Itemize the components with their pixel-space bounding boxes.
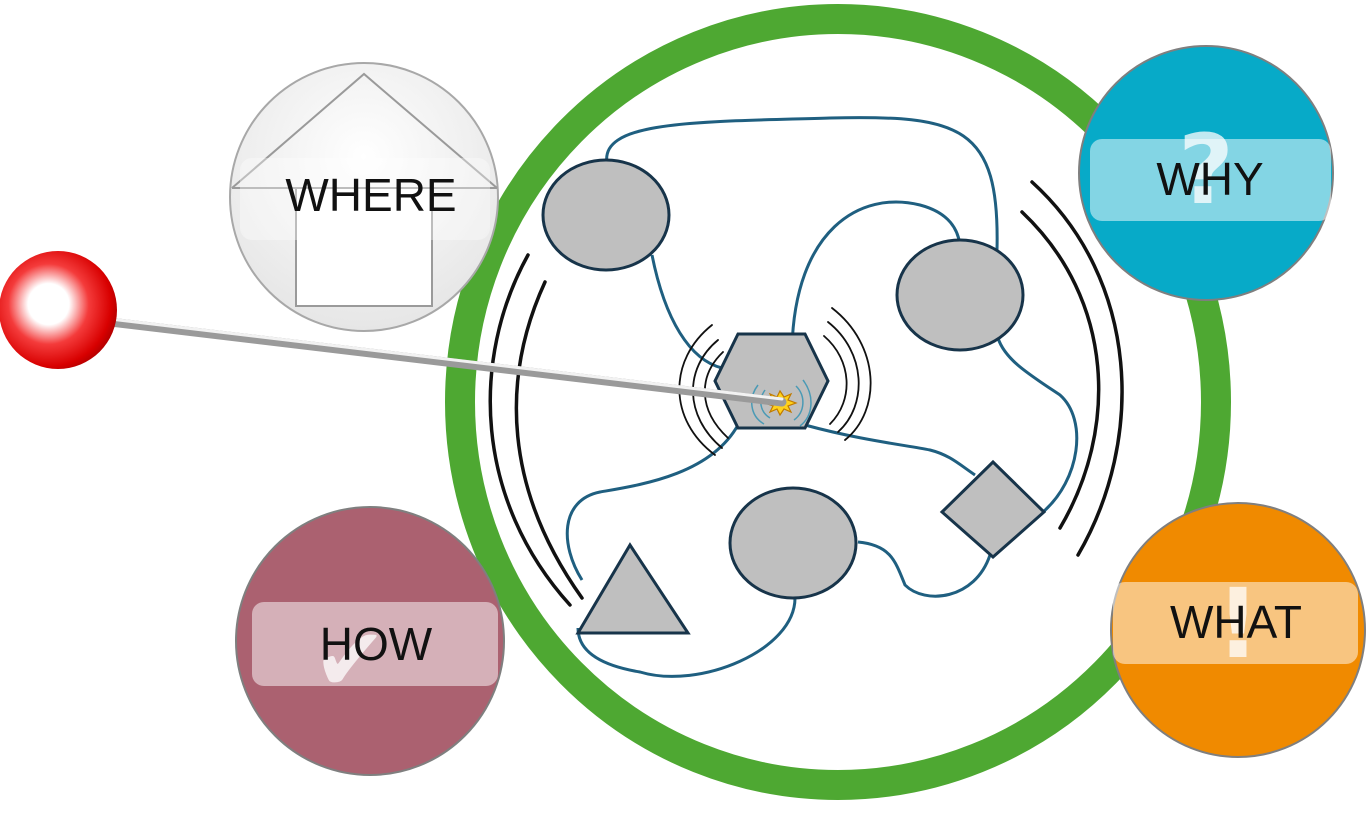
why-circle: ? WHY [1078, 45, 1334, 301]
node-oval-top-left [541, 158, 671, 272]
house-icon [231, 72, 498, 307]
impact-ripple-1 [760, 389, 771, 419]
link-hexagon-to-right-oval [790, 200, 962, 349]
left-vibration-arc-outer [488, 253, 572, 607]
link-bottom-oval-to-triangle [576, 597, 797, 678]
node-hexagon-center [713, 332, 830, 430]
link-hexagon-to-diamond [804, 423, 976, 477]
what-label: WHAT [1170, 596, 1302, 648]
what-label-band [1113, 582, 1358, 664]
left-vibration-arc-inner [514, 280, 584, 600]
system-boundary-ring [445, 4, 1231, 800]
link-hexagon-to-triangle [565, 424, 740, 581]
where-label-band [240, 158, 490, 240]
what-circle: ! WHAT [1110, 502, 1366, 758]
link-topleft-to-hexagon [650, 254, 723, 370]
question-mark-icon: ? [1178, 114, 1234, 226]
how-label-band [252, 602, 498, 686]
network-links [565, 116, 1079, 678]
checkmark-icon: ✔ [313, 608, 387, 711]
impact-ripple-3 [793, 385, 804, 421]
impact-ripple-4 [799, 379, 812, 427]
node-triangle [575, 542, 691, 635]
right-vibration-arc-inner [1020, 210, 1101, 530]
exclamation-mark-icon: ! [1216, 568, 1260, 680]
how-label: HOW [320, 618, 433, 670]
why-label: WHY [1156, 153, 1263, 205]
pin-head [0, 251, 117, 369]
pushpin-icon [0, 251, 787, 407]
pin-needle-highlight [58, 311, 784, 401]
impact-ripple-2 [751, 384, 765, 425]
node-oval-bottom [728, 486, 858, 600]
link-right-oval-to-diamond [996, 337, 1079, 514]
hexagon-vibration-right-1 [831, 307, 872, 441]
pin-needle [55, 311, 787, 407]
right-vibration-arc-outer [1030, 180, 1124, 557]
hexagon-vibration-right-2 [827, 321, 860, 433]
hexagon-vibration-right-3 [823, 335, 848, 425]
node-oval-right [895, 238, 1025, 352]
how-circle: ✔ HOW [235, 506, 505, 776]
where-label: WHERE [285, 169, 456, 221]
network-nodes [541, 158, 1047, 635]
node-diamond [939, 459, 1047, 560]
house-roof [231, 72, 498, 189]
why-label-band [1090, 139, 1331, 221]
where-circle: WHERE [229, 62, 499, 332]
house-body [295, 187, 433, 307]
link-bottom-oval-to-diamond [857, 540, 992, 598]
link-top-loop [605, 116, 999, 251]
